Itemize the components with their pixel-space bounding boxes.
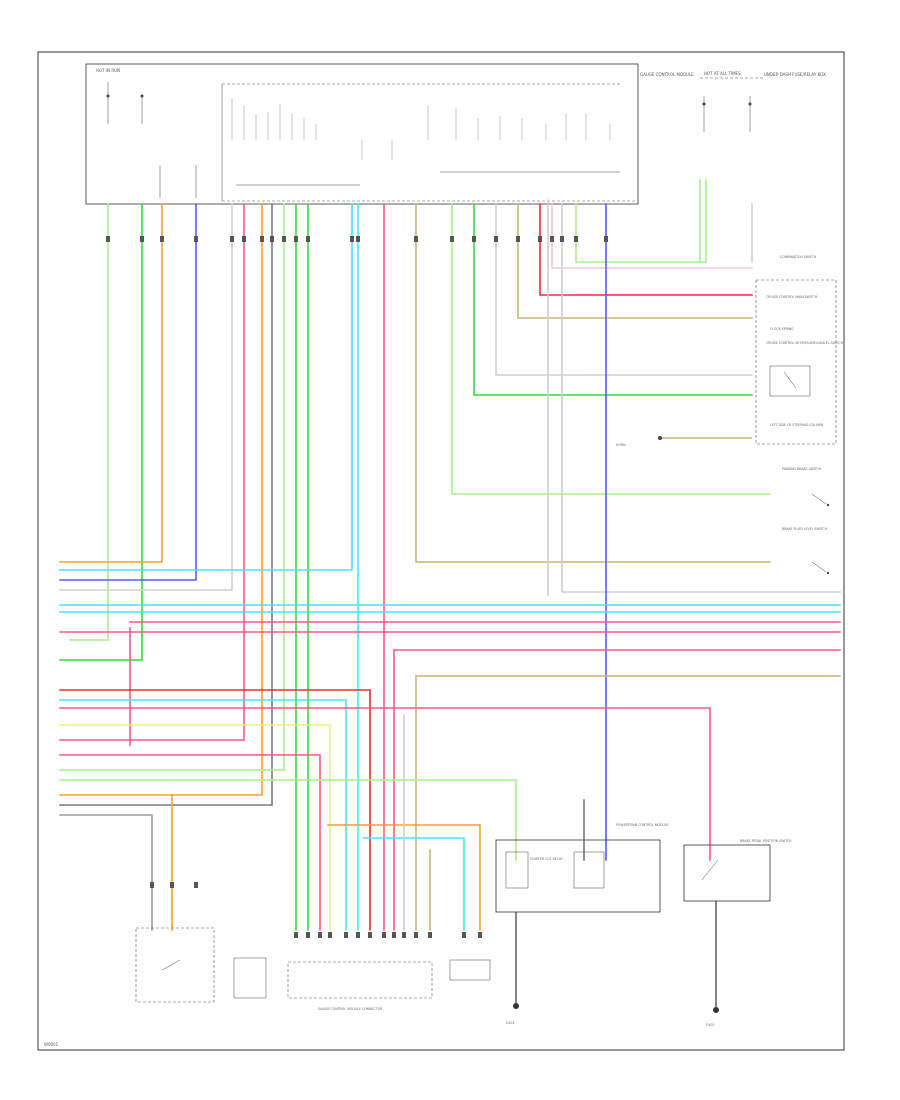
switch-box-3 xyxy=(449,959,491,981)
bottom-connectors xyxy=(150,882,482,938)
wire-lightgreen-2 xyxy=(59,203,285,771)
starter-cut-relay: POWERTRAIN CONTROL MODULE STARTER CUT RE… xyxy=(495,823,669,1025)
switch-box-2 xyxy=(233,957,267,999)
wire-tan-1 xyxy=(415,203,771,563)
wire-lightgreen-1 xyxy=(69,203,109,641)
wire-red-1 xyxy=(539,203,753,296)
bottom-left-switches: GAUGE CONTROL MODULE CONNECTOR xyxy=(135,927,491,1011)
horn-label: HORN xyxy=(616,443,626,447)
connector-marks xyxy=(106,236,608,242)
cruise-control-main-switch-label: CRUISE CONTROL MAIN SWITCH xyxy=(766,295,818,299)
under-dash-fuse-box: HOT AT ALL TIMES UNDER-DASH FUSE/RELAY B… xyxy=(700,71,826,132)
left-side-steering-column-label: LEFT SIDE OF STEERING COLUMN xyxy=(770,423,824,427)
horn: HORN xyxy=(616,436,752,447)
wire-orange-2 xyxy=(59,203,263,796)
wire-pink-3 xyxy=(551,203,753,269)
wire-gray-5 xyxy=(59,814,153,931)
wire-green-1 xyxy=(59,203,143,661)
wire-orange-1 xyxy=(59,203,163,563)
figure-code: W0001 xyxy=(44,1042,59,1047)
wire-cyan-5 xyxy=(59,699,347,931)
brake-pedal-position-switch: BRAKE PEDAL POSITION SWITCH G402 xyxy=(683,839,792,1027)
wire-gray-2 xyxy=(495,203,753,376)
gauge-connector-label: GAUGE CONTROL MODULE CONNECTOR xyxy=(318,1007,383,1011)
brake-pedal-switch-box xyxy=(683,844,771,902)
ground-right-label: G402 xyxy=(706,1023,715,1027)
wire-gray-1 xyxy=(59,203,233,591)
hot-in-run-label: HOT IN RUN xyxy=(96,68,120,73)
clock-spring-label: CLOCK SPRING xyxy=(770,327,794,331)
wire-gray-3 xyxy=(561,203,841,593)
parking-brake-switch-label: PARKING BRAKE SWITCH xyxy=(782,467,822,471)
cruise-control-set-switch-label: CRUISE CONTROL SET/RESUME/CANCEL SWITCH xyxy=(766,341,844,345)
wire-yellow-1 xyxy=(59,724,331,931)
switch-box-1 xyxy=(135,927,215,1003)
hot-at-all-times-label: HOT AT ALL TIMES xyxy=(704,71,741,76)
powertrain-control-module-label: POWERTRAIN CONTROL MODULE xyxy=(616,823,669,827)
diagram-frame xyxy=(37,51,845,1051)
brake-pedal-position-switch-label: BRAKE PEDAL POSITION SWITCH xyxy=(740,839,792,843)
starter-cut-relay-box xyxy=(495,839,661,913)
wire-lightgreen-3 xyxy=(451,203,771,495)
gauge-control-module: HOT IN RUN GAUGE CONTROL MODULE xyxy=(85,63,694,205)
under-dash-fuse-relay-box-label: UNDER-DASH FUSE/RELAY BOX xyxy=(764,72,826,77)
wire-pink-1 xyxy=(59,203,245,741)
starter-cut-relay-label: STARTER CUT RELAY xyxy=(530,857,563,861)
wire-cyan-1 xyxy=(59,203,353,571)
gauge-control-module-label: GAUGE CONTROL MODULE xyxy=(640,72,694,77)
combination-switch-label: COMBINATION SWITCH xyxy=(780,255,817,259)
wire-red-2 xyxy=(59,689,371,931)
ground-left-label: G401 xyxy=(506,1021,515,1025)
wire-green-4 xyxy=(473,203,753,396)
ground-symbol-left xyxy=(513,1003,519,1009)
gauge-control-module-box xyxy=(85,63,639,205)
wire-darkgray-1 xyxy=(59,203,273,806)
wire-orange-4 xyxy=(327,824,481,931)
combination-switch: COMBINATION SWITCH CRUISE CONTROL MAIN S… xyxy=(755,255,844,445)
pin-labels xyxy=(231,98,611,160)
wires xyxy=(59,179,841,931)
ground-symbol-right xyxy=(713,1007,719,1013)
parking-brake-switch: PARKING BRAKE SWITCH xyxy=(782,467,830,507)
wire-lightgreen-4 xyxy=(575,179,707,263)
gauge-connector-box xyxy=(287,961,433,999)
combination-switch-box xyxy=(755,279,837,445)
wire-blue-1 xyxy=(59,203,197,581)
wire-cyan-6 xyxy=(363,837,465,931)
wire-tan-2 xyxy=(517,203,753,319)
brake-fluid-level-switch: BRAKE FLUID LEVEL SWITCH xyxy=(782,527,830,575)
fuse-group xyxy=(106,82,197,198)
wire-lightgreen-5 xyxy=(59,779,517,861)
wire-pink-10 xyxy=(59,754,321,931)
brake-fluid-level-switch-label: BRAKE FLUID LEVEL SWITCH xyxy=(782,527,828,531)
wire-pink-9 xyxy=(59,707,711,861)
